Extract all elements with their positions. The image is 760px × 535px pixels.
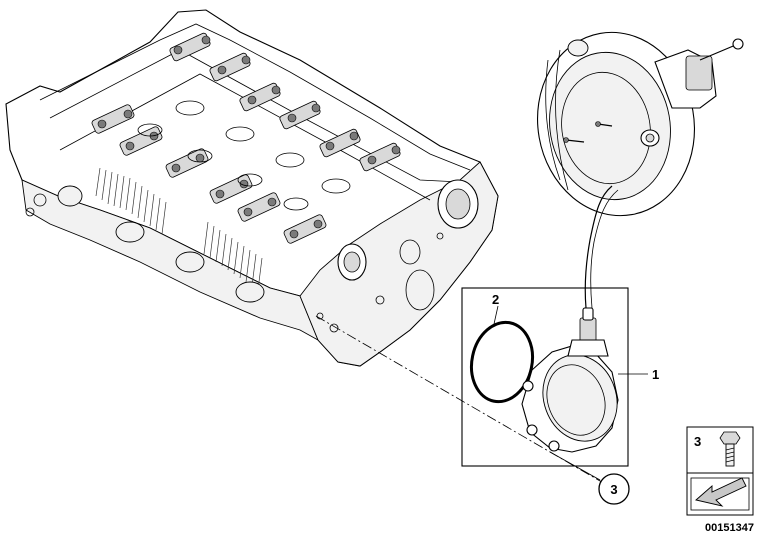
alignment-axis	[315, 315, 613, 489]
cap-bolts	[97, 35, 401, 239]
parts-legend: 3	[686, 426, 754, 516]
callout-circle	[598, 473, 630, 505]
callout-o-ring: 2	[492, 292, 499, 307]
camshaft-end-bores	[316, 179, 479, 333]
detail-frame	[461, 287, 629, 467]
brake-booster	[536, 31, 744, 217]
leader-o-ring	[493, 305, 499, 325]
vacuum-pump	[521, 307, 619, 453]
hex-bolt-icon	[719, 431, 741, 467]
exhaust-ports	[25, 185, 265, 303]
o-ring	[469, 320, 535, 404]
valve-wells	[137, 100, 351, 211]
callout-bolt: 3	[610, 482, 617, 497]
direction-arrow-icon	[690, 477, 750, 511]
cylinder-head	[5, 9, 499, 367]
document-number: 00151347	[705, 522, 754, 534]
legend-bolt-callout: 3	[694, 434, 701, 449]
callout-vacuum-pump: 1	[652, 367, 659, 382]
leader-bolt	[549, 451, 601, 481]
